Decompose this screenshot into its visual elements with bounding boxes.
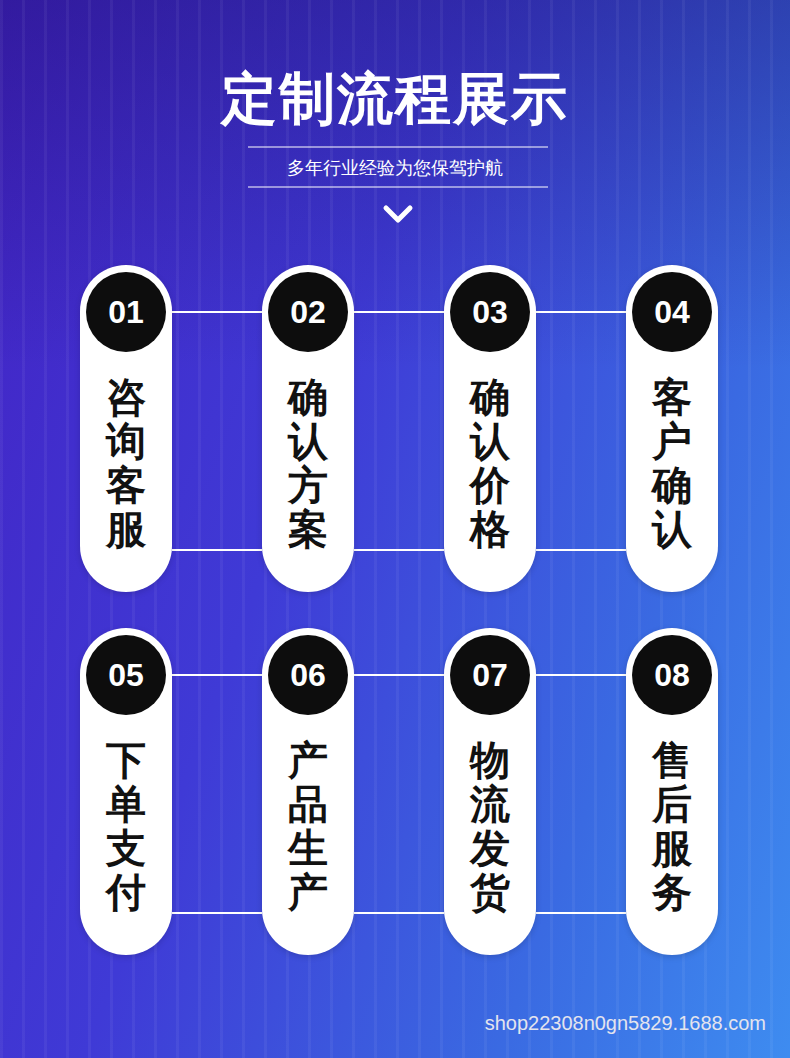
connector-line [536,674,626,676]
connector-line [354,912,444,914]
step-pill: 客户确认 04 [626,265,718,592]
step-label: 售后服务 [652,738,692,914]
step-number-circle: 01 [86,272,166,352]
step-number: 01 [108,294,144,331]
step-pill: 产品生产 06 [262,628,354,955]
rule-line [248,187,548,188]
connector-line [172,912,262,914]
step-label: 下单支付 [106,738,146,914]
connector-line [172,549,262,551]
connector-line [354,311,444,313]
step-number-circle: 06 [268,635,348,715]
step-pill: 确认价格 03 [444,265,536,592]
connector-line [536,311,626,313]
connector-line [172,674,262,676]
step-number-circle: 02 [268,272,348,352]
connector-line [536,549,626,551]
step-label: 客户确认 [652,375,692,551]
step-number: 04 [654,294,690,331]
connector-line [354,674,444,676]
step-number-circle: 07 [450,635,530,715]
step-number: 05 [108,657,144,694]
step-number: 07 [472,657,508,694]
step-label: 产品生产 [288,738,328,914]
chevron-down [386,208,410,220]
step-number-circle: 03 [450,272,530,352]
step-label: 确认价格 [470,375,510,551]
rule-line [248,147,548,148]
step-number: 03 [472,294,508,331]
step-label: 咨询客服 [106,375,146,551]
step-label: 物流发货 [470,738,510,914]
step-pill: 下单支付 05 [80,628,172,955]
step-pill: 物流发货 07 [444,628,536,955]
connector-line [354,549,444,551]
connector-line [172,311,262,313]
subtitle: 多年行业经验为您保驾护航 [0,156,790,180]
step-pill: 咨询客服 01 [80,265,172,592]
page-title: 定制流程展示 [0,62,790,138]
step-number-circle: 08 [632,635,712,715]
step-pill: 确认方案 02 [262,265,354,592]
step-label: 确认方案 [288,375,328,551]
step-number: 02 [290,294,326,331]
step-number: 08 [654,657,690,694]
step-number: 06 [290,657,326,694]
connector-line [536,912,626,914]
step-pill: 售后服务 08 [626,628,718,955]
step-number-circle: 05 [86,635,166,715]
step-number-circle: 04 [632,272,712,352]
watermark: shop22308n0gn5829.1688.com [485,1012,766,1035]
